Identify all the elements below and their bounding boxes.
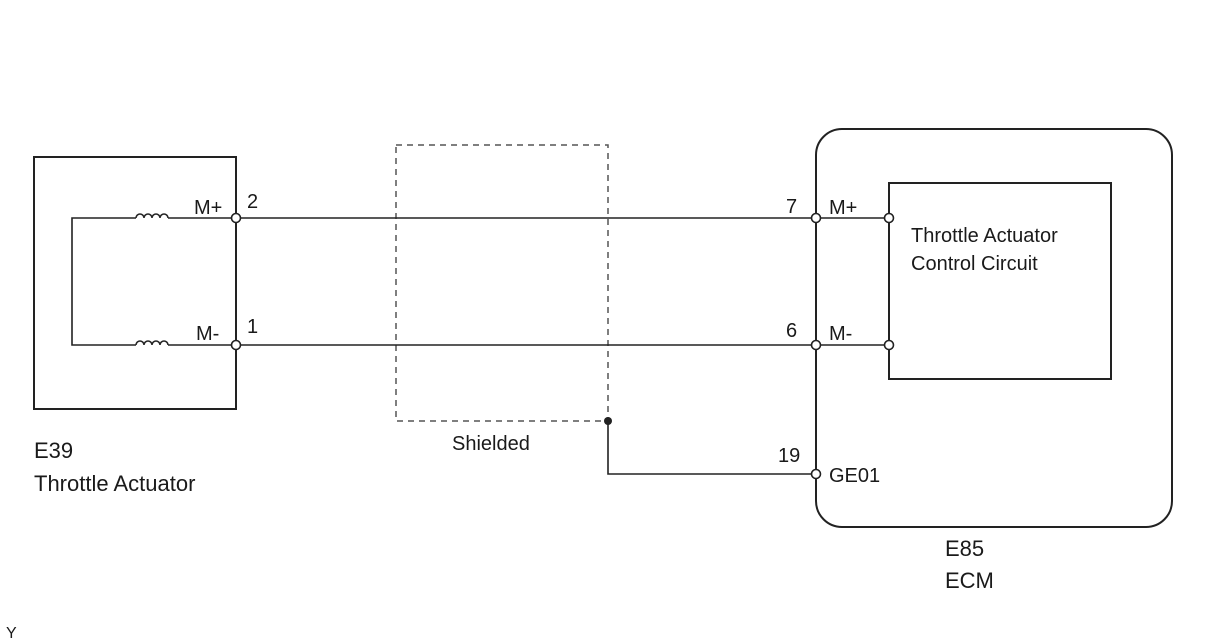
corner-mark: Y xyxy=(6,625,17,642)
ecm-pin-minus-number: 6 xyxy=(786,320,797,342)
ecm-pin-ground-label: GE01 xyxy=(829,465,880,487)
shield-label: Shielded xyxy=(452,433,530,455)
actuator-box xyxy=(33,156,237,410)
terminal-ecm-minus xyxy=(810,339,822,351)
terminal-circuit-plus xyxy=(883,212,895,224)
ecm-pin-plus-label: M+ xyxy=(829,197,857,219)
control-circuit-box xyxy=(888,182,1112,380)
terminal-actuator-plus xyxy=(230,212,242,224)
wire-shield-ground xyxy=(607,421,811,475)
ecm-pin-minus-label: M- xyxy=(829,323,852,345)
actuator-code: E39 xyxy=(34,438,73,463)
ecm-pin-ground-number: 19 xyxy=(778,445,800,467)
actuator-pin-plus-label: M+ xyxy=(194,197,222,219)
coil-upper-icon xyxy=(135,213,169,219)
shield-ground-junction xyxy=(604,417,612,425)
coil-lower-icon xyxy=(135,340,169,346)
terminal-ecm-ground xyxy=(810,468,822,480)
actuator-pin-minus-label: M- xyxy=(196,323,219,345)
actuator-pin-minus-number: 1 xyxy=(247,316,258,338)
ecm-name: ECM xyxy=(945,568,994,593)
terminal-circuit-minus xyxy=(883,339,895,351)
actuator-pin-plus-number: 2 xyxy=(247,191,258,213)
actuator-internal-wire xyxy=(71,217,136,346)
ecm-code: E85 xyxy=(945,536,984,561)
actuator-name: Throttle Actuator xyxy=(34,471,195,496)
terminal-ecm-plus xyxy=(810,212,822,224)
control-circuit-title-line2: Control Circuit xyxy=(911,253,1038,275)
shield-boundary xyxy=(395,144,609,422)
terminal-actuator-minus xyxy=(230,339,242,351)
ecm-pin-plus-number: 7 xyxy=(786,196,797,218)
control-circuit-title-line1: Throttle Actuator xyxy=(911,225,1058,247)
